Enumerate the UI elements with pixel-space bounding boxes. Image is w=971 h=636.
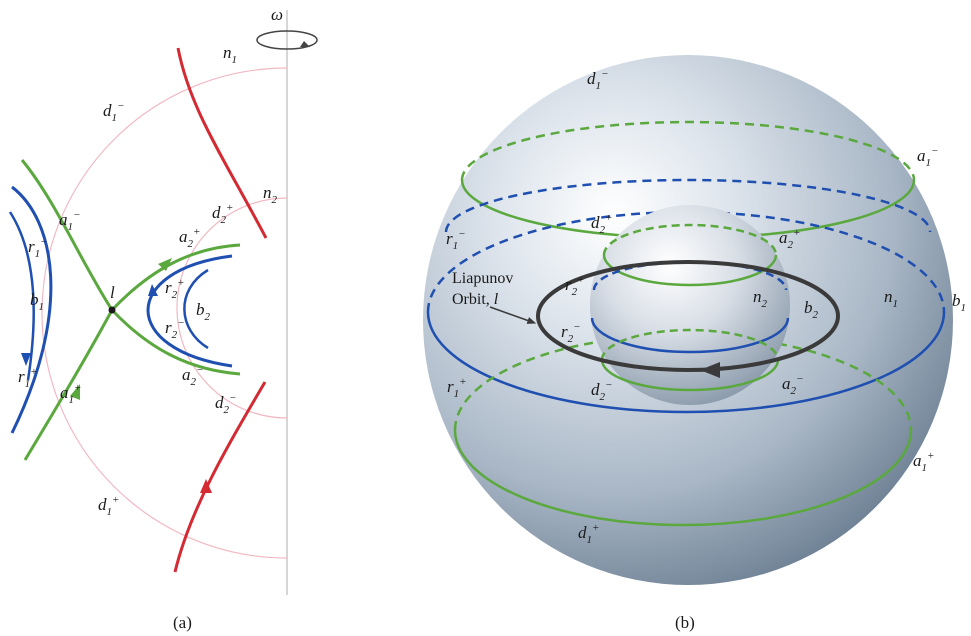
label-b-r2-plus: r2+ (565, 274, 585, 298)
label-n1: n1 (223, 43, 237, 66)
label-d1-minus: d1− (103, 100, 124, 124)
label-b-r2-minus: r2− (561, 321, 581, 345)
ring-r1-minus-back (444, 178, 932, 233)
ring-a2-minus-front (600, 359, 780, 392)
b2-inner-curve (183, 268, 209, 350)
ring-b2-front (590, 317, 790, 354)
ring-d1-plus-front (453, 429, 913, 527)
n2-curve (173, 381, 267, 573)
label-b-a2-minus: a2− (782, 373, 803, 397)
liapunov-label-line2: Orbit, l (452, 291, 499, 308)
label-a2-minus: a2− (182, 364, 203, 388)
label-a2-plus: a2+ (179, 226, 200, 250)
label-b1: b1 (30, 290, 44, 313)
label-r2-plus: r2+ (165, 277, 185, 301)
label-d1-plus: d1+ (98, 494, 119, 518)
caption-a: (a) (173, 613, 192, 632)
label-b-a2-plus: a2+ (779, 227, 800, 251)
label-b-b2: b2 (804, 298, 819, 321)
ring-d1-minus-back (460, 120, 916, 181)
b1-arrow-icon (21, 353, 31, 366)
ring-b1-back (426, 210, 946, 313)
a2-plus-arrow-icon (158, 258, 172, 271)
equilibrium-point-l (108, 306, 116, 314)
label-r2-minus: r2− (165, 317, 185, 341)
ring-d2-plus-back (602, 223, 778, 256)
label-b-n1: n1 (884, 287, 898, 310)
label-b-a1-plus: a1+ (913, 450, 934, 474)
label-b-b1: b1 (952, 291, 966, 314)
liapunov-label-line1: Liapunov (452, 270, 513, 287)
label-a1-plus: a1+ (60, 382, 81, 406)
label-b-d1-plus: d1+ (578, 522, 599, 546)
inner-sphere (590, 205, 790, 405)
a2-plus-branch (110, 243, 241, 312)
label-b-r1-plus: r1+ (447, 376, 467, 400)
n1-curve (176, 47, 268, 239)
a1-minus-branch (20, 159, 114, 311)
label-b-n2: n2 (753, 287, 768, 310)
label-r1-plus: r1+ (18, 366, 38, 390)
liapunov-orbit (536, 260, 840, 372)
ring-a2-minus-back (600, 328, 780, 361)
label-n2: n2 (263, 183, 278, 206)
arc-inner-d2 (176, 197, 288, 419)
panel-b: d1− a1− d2+ a2+ r1− r2+ Liapunov Orbit, … (423, 55, 966, 632)
label-b-r1-minus: r1− (446, 228, 466, 252)
ring-b1-front (426, 311, 946, 414)
n2-arrow-icon (200, 479, 212, 493)
orbit-arrow-icon (700, 362, 720, 378)
label-b-d2-plus: d2+ (591, 212, 612, 236)
label-d2-minus: d2− (215, 392, 236, 416)
label-a1-minus: a1− (59, 209, 80, 233)
a1-plus-arrow-icon (70, 384, 80, 400)
label-d2-plus: d2+ (212, 202, 233, 226)
orbit-pointer (489, 306, 537, 324)
rotation-arrow-icon (256, 30, 318, 50)
a1-plus-branch (23, 309, 114, 461)
a2-minus-branch (110, 308, 241, 376)
b1-inner-curve (8, 211, 35, 381)
label-b2: b2 (196, 300, 211, 323)
panel-a: ω n1 n2 d1− d2+ a1− a2+ r1− r2+ b1 b2 l … (8, 5, 318, 632)
label-omega: ω (271, 5, 283, 24)
label-b-d2-minus: d2− (591, 379, 612, 403)
arc-outer-d1 (41, 67, 288, 559)
label-b-a1-minus: a1− (917, 145, 938, 169)
label-l: l (110, 283, 115, 302)
b1-outer-curve (10, 185, 53, 434)
label-r1-minus: r1− (28, 236, 48, 260)
label-b-d1-minus: d1− (587, 68, 608, 92)
caption-b: (b) (675, 613, 695, 632)
b2-arrow-icon (148, 284, 158, 296)
b2-outer-curve (146, 254, 233, 368)
ring-d1-plus-back (453, 333, 913, 431)
